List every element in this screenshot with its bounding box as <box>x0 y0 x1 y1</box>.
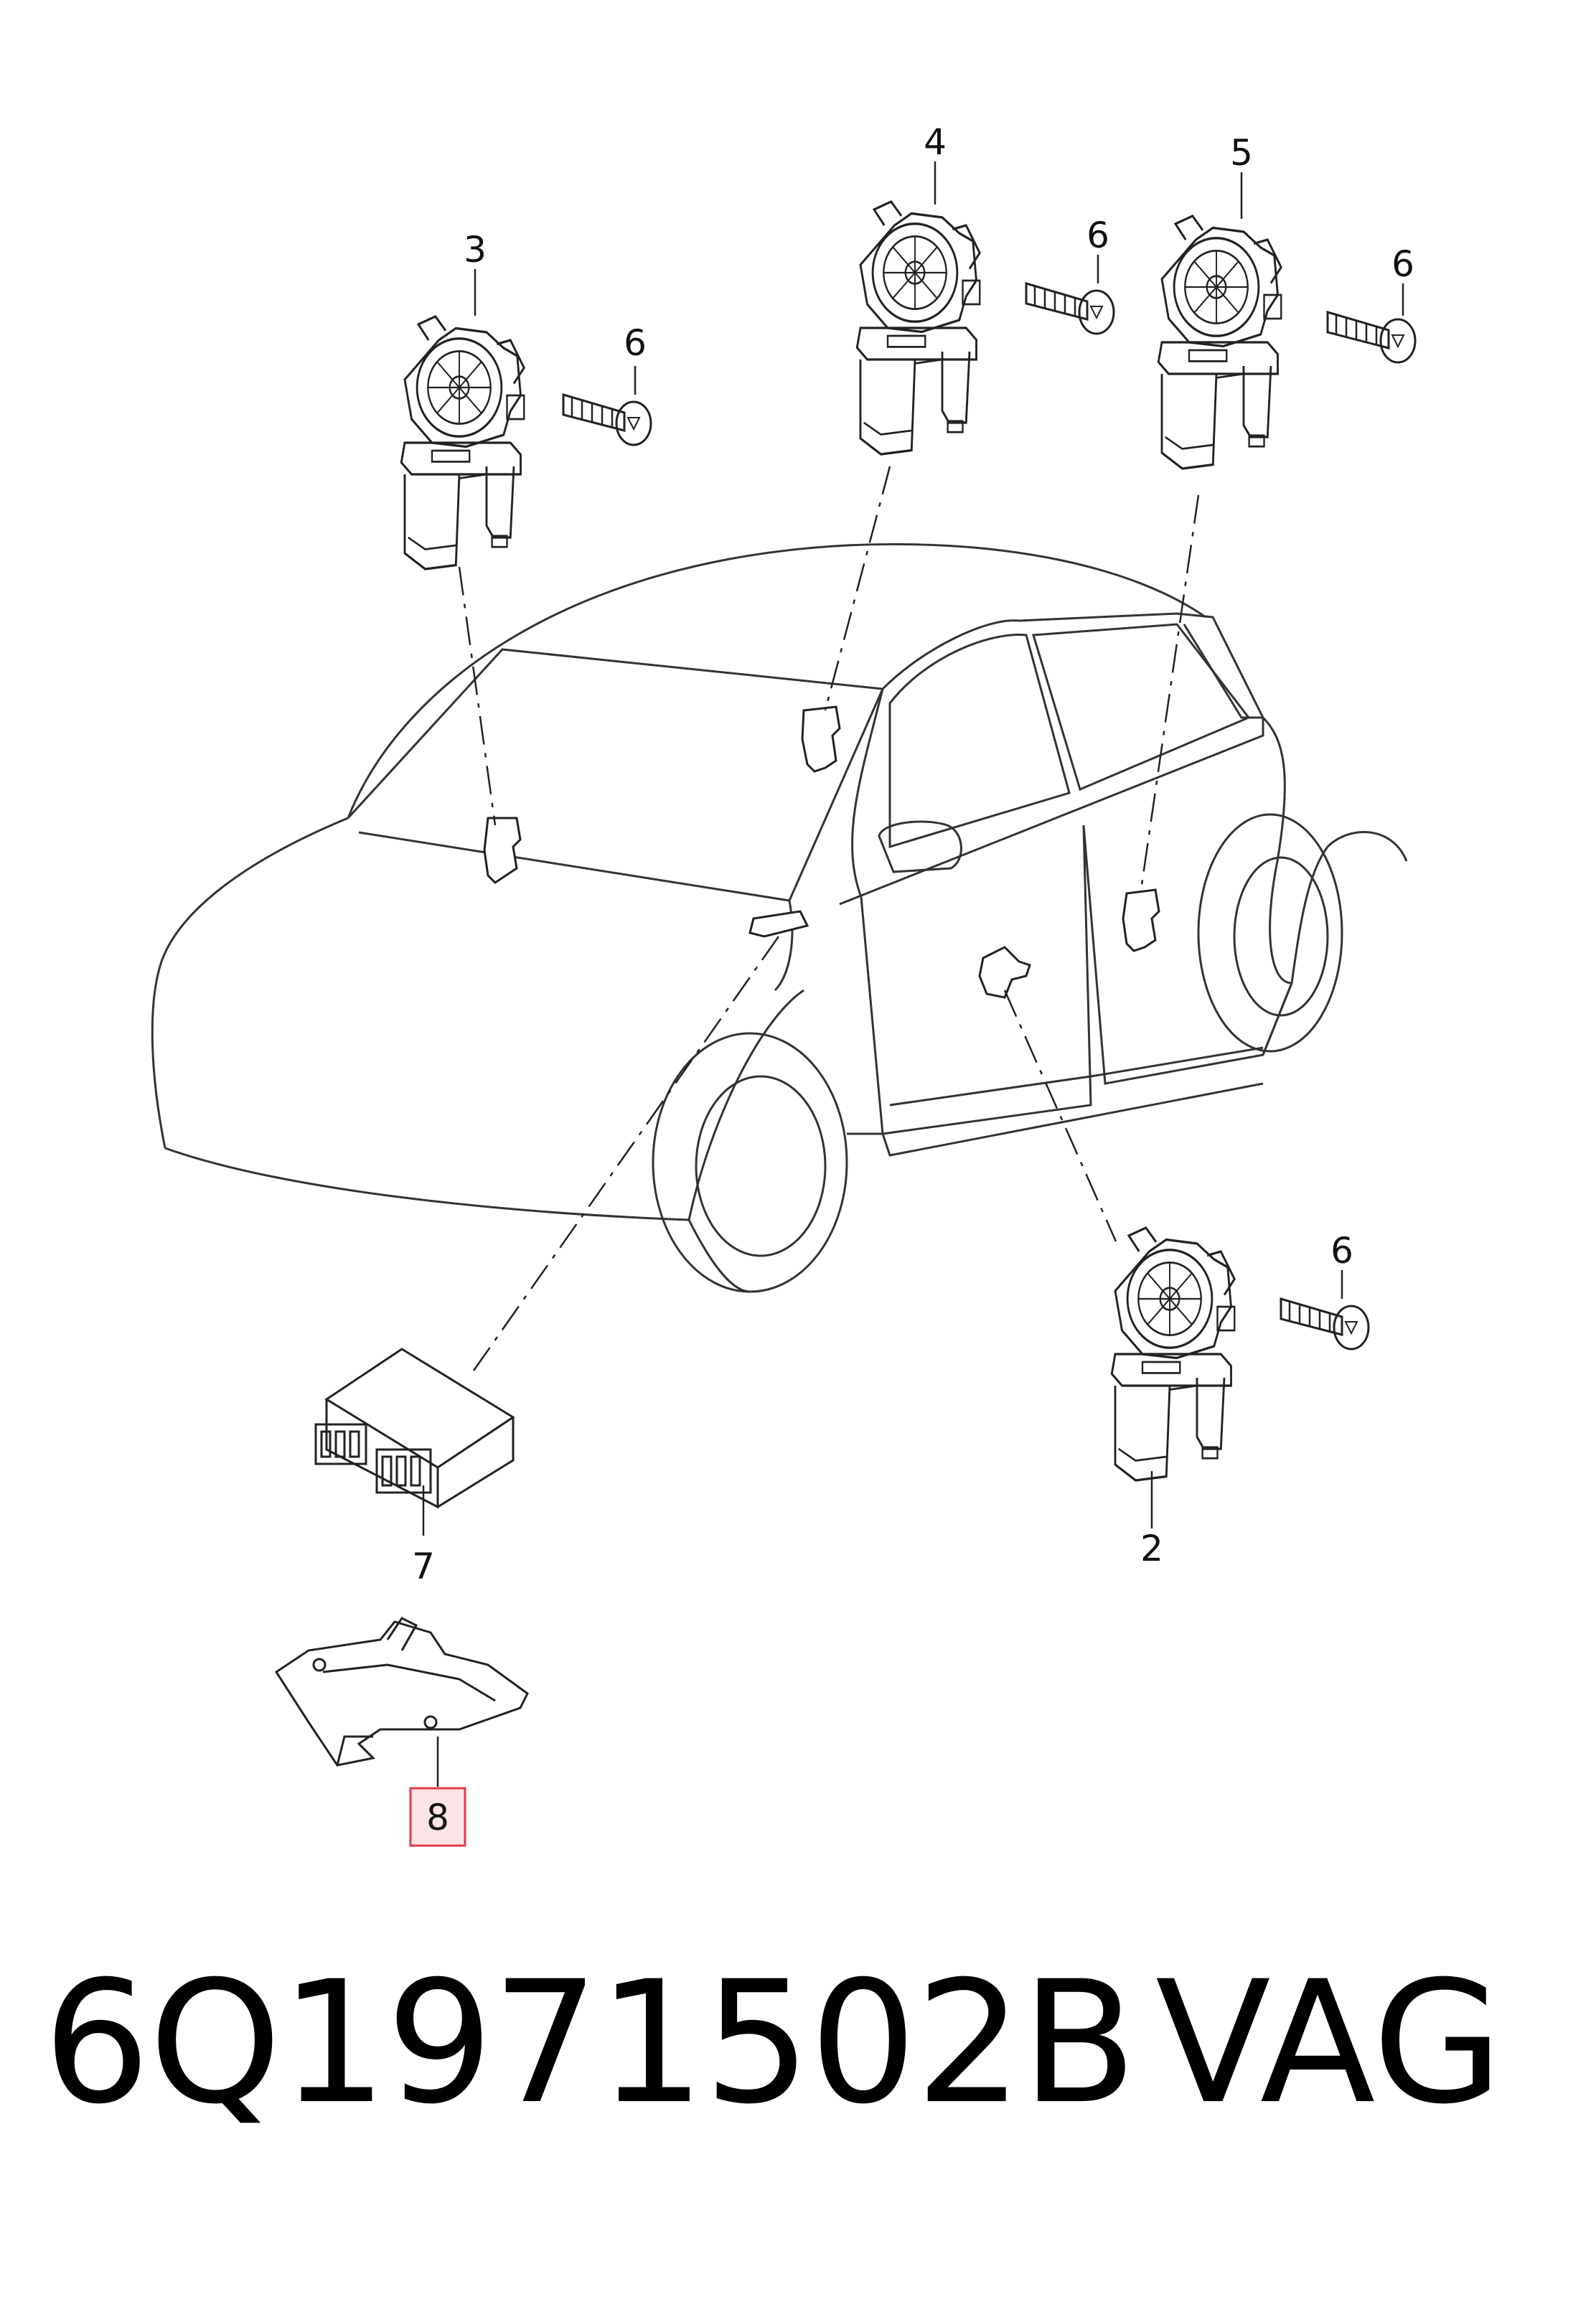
part-number: 6Q1971502B <box>43 1945 1137 2141</box>
screw-front-right <box>1280 1297 1370 1351</box>
screw-rear-right <box>1326 311 1417 364</box>
callout-screw-b: 6 <box>1086 215 1109 256</box>
callout-bracket: 8 <box>426 1797 449 1838</box>
callout-control-unit: 7 <box>412 1546 435 1587</box>
callout-screw-c: 6 <box>1391 243 1414 285</box>
screw-front-left <box>562 393 652 446</box>
control-unit <box>314 1348 515 1509</box>
callout-motor-front-left: 3 <box>464 229 487 271</box>
callout-highlight-box <box>409 1787 466 1847</box>
brand-name: VAG <box>1155 1945 1503 2141</box>
callout-screw-d: 6 <box>1330 1230 1353 1272</box>
window-motor-front-left <box>400 315 525 570</box>
callout-motor-rear-left: 4 <box>924 121 947 163</box>
mounting-bracket <box>274 1617 529 1767</box>
window-motor-rear-right <box>1157 215 1282 470</box>
window-motor-front-right <box>1110 1226 1236 1482</box>
window-motor-rear-left <box>855 200 981 456</box>
callout-motor-front-right: 2 <box>1140 1528 1163 1569</box>
vehicle-outline <box>151 543 1408 1293</box>
location-markers <box>483 705 1160 999</box>
callout-motor-rear-right: 5 <box>1230 132 1253 174</box>
callout-screw-a: 6 <box>624 322 647 364</box>
callout-ticks <box>422 161 1404 1787</box>
screw-rear-left <box>1025 282 1115 335</box>
leader-lines <box>458 466 1200 1371</box>
